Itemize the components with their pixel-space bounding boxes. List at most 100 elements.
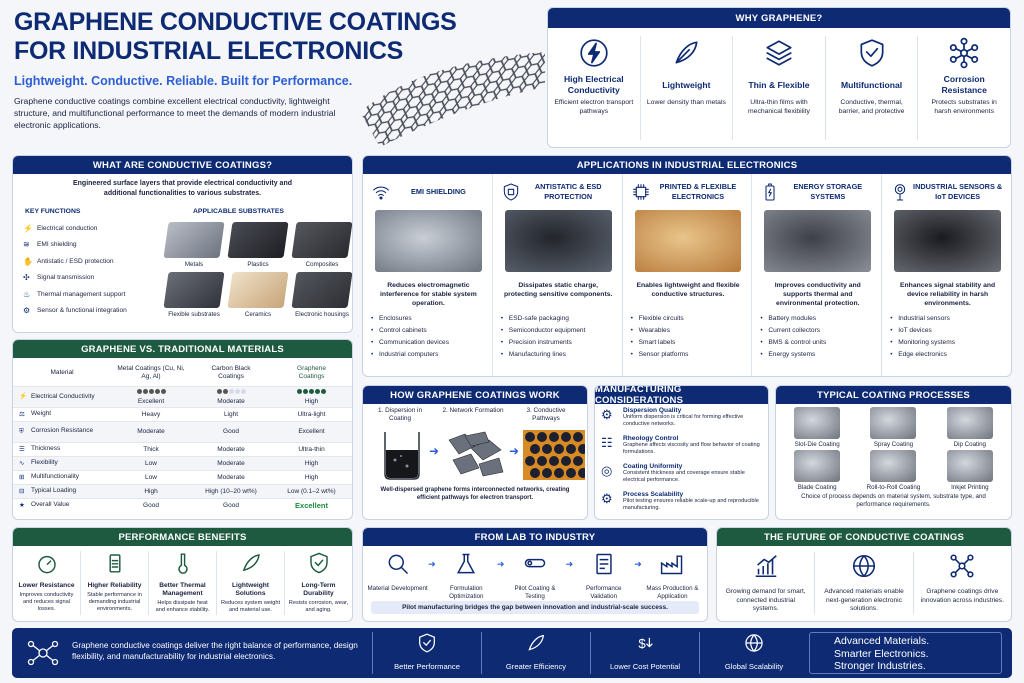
process-image [946,407,993,439]
function-icon: ⚡ [23,223,33,233]
slogan-box: Advanced Materials. Smarter Electronics.… [809,632,1002,674]
substrate-image [227,272,289,308]
future-icon [950,554,974,578]
future-icon [755,555,777,578]
step-icon [524,558,546,568]
process-item: Blade Coating [780,450,854,491]
benefit-icon [177,553,188,574]
substrate-image [163,222,225,258]
future-item: Growing demand for smart, connected indu… [717,552,816,614]
process-item: Spray Coating [856,407,930,448]
footer-icon [528,634,545,651]
what-panel: WHAT ARE CONDUCTIVE COATINGS? Engineered… [12,155,353,333]
future-item: Advanced materials enable next-generatio… [815,552,914,614]
key-function-item: ✣Signal transmission [23,273,95,283]
substrate-image [163,272,225,308]
gear-icon: ◎ [601,463,613,478]
application-image [764,210,872,272]
process-item: Inkjet Printing [933,450,1007,491]
beaker-illustration [384,432,420,480]
why-item-title: Corrosion Resistance [941,74,987,95]
why-item-desc: Conductive, thermal, barrier, and protec… [838,99,905,115]
why-item-title: Lightweight [662,79,711,90]
function-icon: ≋ [23,240,30,250]
why-item-desc: Ultra-thin films with mechanical flexibi… [748,99,810,115]
pathways-illustration [523,430,585,480]
future-icon [852,554,876,578]
footer-icon [419,633,435,653]
substrate-item: Electronic housings [291,272,352,318]
process-image [870,450,917,482]
substrate-item: Ceramics [227,272,289,318]
application-desc: Improves conductivity and supports therm… [774,282,861,307]
application-title: PRINTED & FLEXIBLE ELECTRONICS [659,182,737,201]
gear-icon: ⚙ [601,407,613,422]
why-item-title: Thin & Flexible [748,79,810,90]
lab-panel: FROM LAB TO INDUSTRY Material Developmen… [362,527,708,622]
network-icon [27,640,59,666]
footer-icon: $ [638,636,653,651]
substrate-image [291,272,352,308]
shield-icon [503,183,518,201]
application-title: INDUSTRIAL SENSORS & IoT DEVICES [913,182,1003,201]
footer-benefit: Greater Efficiency [481,632,590,674]
step-icon [661,555,683,575]
footer-benefit: Better Performance [372,632,481,674]
svg-text:$: $ [638,636,646,651]
lab-note: Pilot manufacturing bridges the gap betw… [371,601,699,614]
lab-step: Pilot Coating & Testing [504,551,565,601]
application-title: ANTISTATIC & ESD PROTECTION [534,182,602,201]
how-step-label: 3. Conductive Pathways [526,407,566,422]
why-item-title: Multifunctional [841,79,903,90]
application-image [634,210,742,272]
substrate-image [227,222,289,258]
application-title: ENERGY STORAGE SYSTEMS [793,182,863,201]
how-panel: HOW GRAPHENE COATINGS WORK 1. Dispersion… [362,385,588,520]
step-icon [388,554,408,575]
function-icon: ✋ [23,256,33,266]
lab-step: Material Development [367,551,428,593]
substrate-item: Metals [163,222,225,268]
step-icon [596,553,612,575]
circuit-icon [632,184,649,200]
feather-icon [675,41,698,64]
how-step-label: 1. Dispersion in Coating [377,407,423,422]
arrow-icon: ➜ [634,559,642,569]
lightning-icon [580,39,608,67]
application-title: EMI SHIELDING [411,187,466,196]
lab-step: Mass Production & Application [642,551,703,601]
why-item-desc: Efficient electron transport pathways [554,99,634,115]
process-item: Roll-to-Roll Coating [856,450,930,491]
graphene-sheet-illustration [360,52,545,147]
lab-step: Formulation Optimization [436,551,497,601]
how-step-label: 2. Network Formation [442,407,504,414]
substrate-image [291,222,352,258]
molecule-icon [949,37,979,69]
key-function-item: ✋Antistatic / ESD protection [23,256,114,266]
applications-panel: APPLICATIONS IN INDUSTRIAL ELECTRONICS E… [362,155,1012,377]
substrate-item: Plastics [227,222,289,268]
intro-text: Graphene conductive coatings combine exc… [14,96,336,130]
manufacturing-panel: MANUFACTURING CONSIDERATIONS ⚙Dispersion… [594,385,769,520]
wifi-icon [373,186,389,200]
lab-step: Performance Validation [573,551,634,601]
arrow-icon: ➜ [429,444,440,458]
application-column: ENERGY STORAGE SYSTEMS Improves conductiv… [752,174,883,376]
process-item: Slot-Die Coating [780,407,854,448]
benefit-icon [108,554,121,573]
key-function-item: ≋EMI shielding [23,240,77,250]
